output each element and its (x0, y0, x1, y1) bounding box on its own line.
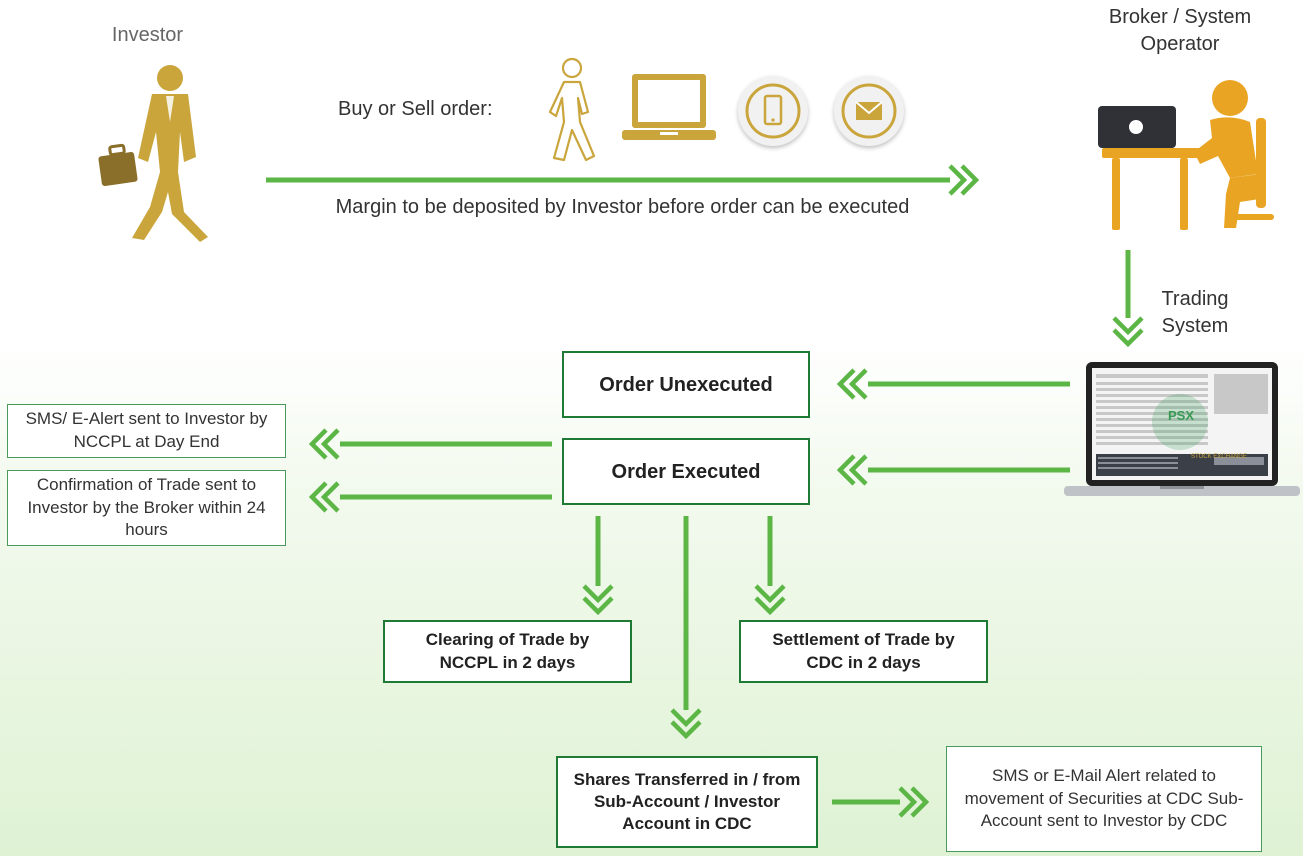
settlement-box: Settlement of Trade by CDC in 2 days (739, 620, 988, 683)
clearing-box: Clearing of Trade by NCCPL in 2 days (383, 620, 632, 683)
order-channels-label: Buy or Sell order: (338, 98, 493, 120)
mobile-phone-icon (738, 76, 808, 146)
shares-to-cdc-alert-arrow (832, 788, 926, 816)
businessman-icon (98, 65, 208, 242)
order-executed-box: Order Executed (562, 438, 810, 505)
executed-to-sms-arrow (312, 430, 552, 458)
margin-note: Margin to be deposited by Investor befor… (335, 196, 910, 218)
order-arrow (266, 166, 976, 194)
trading-system-label: Trading System (1161, 288, 1229, 337)
order-unexecuted-box: Order Unexecuted (562, 351, 810, 418)
sms-alert-note: SMS/ E-Alert sent to Investor by NCCPL a… (7, 404, 286, 458)
system-to-unexecuted-arrow (840, 370, 1070, 398)
executed-to-confirmation-arrow (312, 483, 552, 511)
envelope-icon (834, 76, 904, 146)
confirmation-note: Confirmation of Trade sent to Investor b… (7, 470, 286, 546)
psx-logo-text: PSX (1167, 408, 1194, 423)
cdc-alert-note: SMS or E-Mail Alert related to movement … (946, 746, 1262, 852)
executed-to-clearing-arrow (584, 516, 612, 612)
executed-to-settlement-arrow (756, 516, 784, 612)
system-to-executed-arrow (840, 456, 1070, 484)
walking-person-icon (548, 57, 596, 162)
executed-to-shares-arrow (672, 516, 700, 736)
shares-transferred-box: Shares Transferred in / from Sub-Account… (556, 756, 818, 848)
trading-screen-laptop: PSX STOCK EXCHANGE (1064, 360, 1300, 500)
broker-at-desk-icon (1098, 80, 1274, 230)
broker-label: Broker / System Operator (1108, 6, 1252, 55)
investor-label: Investor (111, 24, 184, 46)
laptop-icon (622, 74, 716, 140)
psx-watermark: STOCK EXCHANGE (1191, 454, 1247, 460)
broker-to-system-arrow (1114, 250, 1142, 344)
